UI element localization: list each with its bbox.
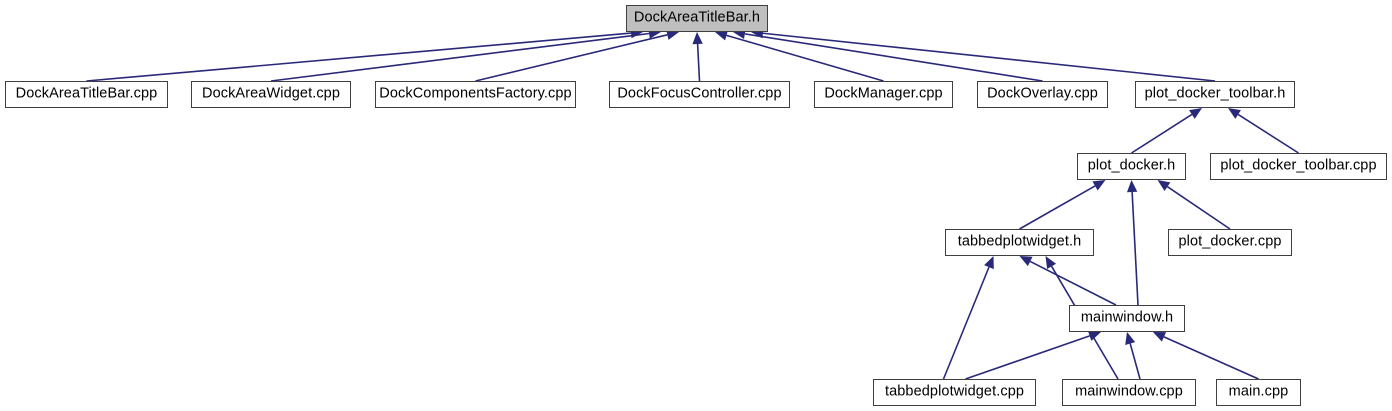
graph-node-label: DockManager.cpp — [824, 85, 943, 102]
graph-node-plot-docker-cpp[interactable]: plot_docker.cpp — [1168, 229, 1292, 256]
graph-node-dockmanager-cpp[interactable]: DockManager.cpp — [814, 81, 953, 108]
graph-node-dockareatitlebar-cpp[interactable]: DockAreaTitleBar.cpp — [5, 81, 168, 108]
graph-node-mainwindow-cpp[interactable]: mainwindow.cpp — [1062, 379, 1196, 406]
graph-node-main-cpp[interactable]: main.cpp — [1216, 379, 1301, 406]
graph-edge-tabbedplotwidget-cpp-to-tabbedplotwidget-h — [942, 256, 994, 380]
arrowhead — [715, 30, 728, 41]
graph-node-plot-docker-toolbar-cpp[interactable]: plot_docker_toolbar.cpp — [1210, 153, 1387, 180]
graph-node-label: DockAreaTitleBar.h — [633, 9, 761, 26]
graph-edge-tabbedplotwidget-h-to-plot-docker-h — [1019, 180, 1106, 230]
graph-edge-mainwindow-cpp-to-mainwindow-h — [1125, 332, 1141, 380]
graph-node-label: tabbedplotwidget.h — [957, 233, 1082, 250]
arrowhead — [1157, 180, 1171, 192]
graph-node-dockcomponentsfactory-cpp[interactable]: DockComponentsFactory.cpp — [375, 81, 576, 108]
graph-node-dockoverlay-cpp[interactable]: DockOverlay.cpp — [977, 81, 1108, 108]
graph-edge-dockcomponentsfactory-cpp-to-dockareatitlebar-h — [475, 29, 679, 82]
graph-node-label: mainwindow.h — [1080, 309, 1174, 326]
graph-edge-plot-docker-cpp-to-plot-docker-h — [1157, 180, 1231, 230]
arrowhead — [1126, 180, 1138, 193]
arrowhead — [1045, 256, 1057, 269]
arrowhead — [1092, 180, 1106, 191]
graph-node-plot-docker-toolbar-h[interactable]: plot_docker_toolbar.h — [1135, 81, 1295, 108]
arrowhead — [1019, 256, 1033, 267]
graph-node-label: DockComponentsFactory.cpp — [379, 85, 572, 102]
graph-edge-dockfocuscontroller-cpp-to-dockareatitlebar-h — [692, 32, 703, 82]
graph-node-label: plot_docker_toolbar.cpp — [1220, 157, 1377, 174]
graph-edge-main-cpp-to-mainwindow-h — [1153, 332, 1259, 380]
graph-edge-plot-docker-toolbar-h-to-dockareatitlebar-h — [751, 28, 1216, 82]
graph-node-label: DockAreaWidget.cpp — [202, 85, 340, 102]
graph-edge-dockareatitlebar-cpp-to-dockareatitlebar-h — [86, 27, 643, 82]
graph-edge-mainwindow-h-to-tabbedplotwidget-h — [1019, 256, 1117, 306]
graph-node-label: tabbedplotwidget.cpp — [884, 383, 1025, 400]
arrowhead — [1087, 331, 1101, 341]
graph-node-dockareawidget-cpp[interactable]: DockAreaWidget.cpp — [191, 81, 351, 108]
graph-node-label: main.cpp — [1228, 383, 1289, 400]
graph-edge-dockoverlay-cpp-to-dockareatitlebar-h — [733, 28, 1043, 82]
graph-edge-tabbedplotwidget-cpp-to-mainwindow-h — [965, 331, 1101, 380]
graph-edge-plot-docker-toolbar-cpp-to-plot-docker-toolbar-h — [1228, 108, 1299, 154]
graph-node-label: DockAreaTitleBar.cpp — [15, 85, 158, 102]
graph-node-label: DockOverlay.cpp — [987, 85, 1098, 102]
arrowhead — [1189, 108, 1202, 119]
graph-node-dockfocuscontroller-cpp[interactable]: DockFocusController.cpp — [609, 81, 790, 108]
graph-edge-mainwindow-h-to-plot-docker-h — [1126, 180, 1139, 306]
graph-node-plot-docker-h[interactable]: plot_docker.h — [1077, 153, 1186, 180]
graph-node-label: mainwindow.cpp — [1075, 383, 1183, 400]
arrowhead — [1228, 108, 1241, 119]
arrowhead — [1125, 332, 1136, 345]
arrowhead — [692, 32, 703, 45]
graph-node-label: plot_docker.cpp — [1178, 233, 1282, 250]
graph-node-tabbedplotwidget-cpp[interactable]: tabbedplotwidget.cpp — [873, 379, 1036, 406]
graph-edge-plot-docker-h-to-plot-docker-toolbar-h — [1131, 108, 1202, 154]
arrowhead — [984, 256, 994, 270]
graph-node-label: plot_docker_toolbar.h — [1144, 85, 1286, 102]
graph-edge-dockmanager-cpp-to-dockareatitlebar-h — [715, 30, 884, 82]
graph-node-label: DockFocusController.cpp — [617, 85, 782, 102]
graph-node-dockareatitlebar-h[interactable]: DockAreaTitleBar.h — [626, 5, 768, 32]
graph-node-mainwindow-h[interactable]: mainwindow.h — [1069, 305, 1185, 332]
graph-node-label: plot_docker.h — [1087, 157, 1176, 174]
arrowhead — [1153, 332, 1167, 342]
graph-node-tabbedplotwidget-h[interactable]: tabbedplotwidget.h — [945, 229, 1094, 256]
arrowhead — [666, 29, 679, 40]
